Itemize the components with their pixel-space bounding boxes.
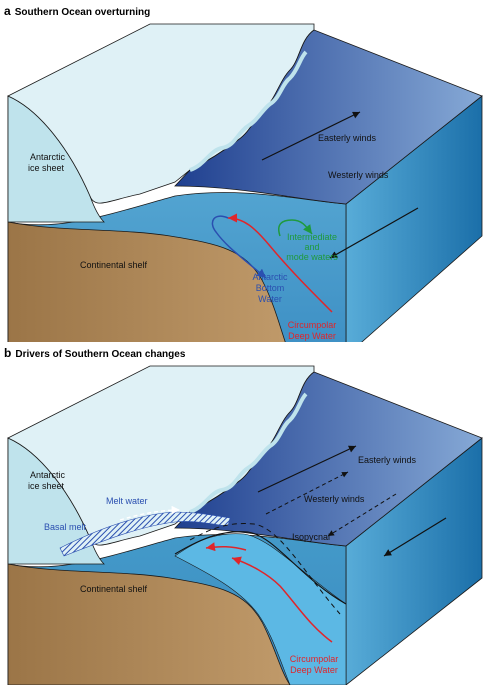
- sea-ice-fringe: [189, 50, 308, 172]
- easterly-winds-label: Easterly winds: [318, 133, 377, 143]
- westerly-wind-change-arrow: [327, 493, 397, 537]
- continental-shelf-label: Continental shelf: [80, 260, 148, 270]
- bottom-water-label-line2: Bottom: [256, 283, 285, 293]
- warm-water-shelf-arrow: [205, 542, 247, 552]
- circumpolar-deep-water-arrow: [231, 556, 333, 643]
- panel-a-title-text: Southern Ocean overturning: [14, 7, 151, 18]
- isopycnal-label: Isopycnal: [292, 532, 330, 542]
- intermediate-label-line1: Intermediate: [287, 232, 337, 242]
- continental-shelf: [7, 221, 286, 342]
- cdw-label-line1: Circumpolar: [290, 654, 339, 664]
- easterly-wind-change-arrow: [265, 471, 349, 515]
- easterly-winds-label: Easterly winds: [358, 455, 417, 465]
- ice-sheet-label-line2: ice sheet: [28, 481, 65, 491]
- easterly-wind-arrow: [261, 111, 361, 161]
- bottom-water-label-line1: Antarctic: [252, 272, 288, 282]
- isopycnal-line: [174, 531, 347, 605]
- cdw-label-line1: Circumpolar: [288, 320, 337, 330]
- panel-b-title-text: Drivers of Southern Ocean changes: [15, 349, 186, 360]
- continental-shelf: [7, 563, 291, 685]
- ice-sheet-label-line2: ice sheet: [28, 163, 65, 173]
- basal-melt-band: [59, 511, 231, 557]
- sea-ice-fringe: [189, 392, 308, 514]
- bottom-water-label-line3: Water: [258, 294, 282, 304]
- ice-sheet-label-line1: Antarctic: [30, 152, 66, 162]
- intermediate-mode-water-arrow: [278, 219, 313, 237]
- intermediate-label-line2: and: [304, 242, 319, 252]
- basal-melt-label: Basal melt: [44, 522, 87, 532]
- westerly-winds-label: Westerly winds: [328, 170, 389, 180]
- ocean-surface: [174, 29, 483, 205]
- continental-shelf-label: Continental shelf: [80, 584, 148, 594]
- cdw-label-line2: Deep Water: [288, 331, 336, 341]
- overturning-diagram: Antarctic ice sheet Easterly winds Weste…: [7, 23, 483, 342]
- circumpolar-deep-water-arrow: [227, 213, 333, 313]
- westerly-wind-arrow: [329, 207, 419, 259]
- cdw-label-line2: Deep Water: [290, 665, 338, 675]
- melt-water-label: Melt water: [106, 496, 148, 506]
- melt-water-arrow: [119, 505, 181, 521]
- westerly-wind-arrow: [383, 517, 447, 557]
- panel-a-letter: a: [4, 4, 11, 18]
- ice-sheet-label-line1: Antarctic: [30, 470, 66, 480]
- drivers-diagram: Antarctic ice sheet Easterly winds Weste…: [7, 365, 483, 685]
- antarctic-bottom-water-arrow: [211, 215, 267, 279]
- intermediate-label-line3: mode waters: [286, 252, 338, 262]
- panel-b-letter: b: [4, 346, 12, 360]
- westerly-winds-label: Westerly winds: [304, 494, 365, 504]
- easterly-wind-arrow: [257, 445, 357, 493]
